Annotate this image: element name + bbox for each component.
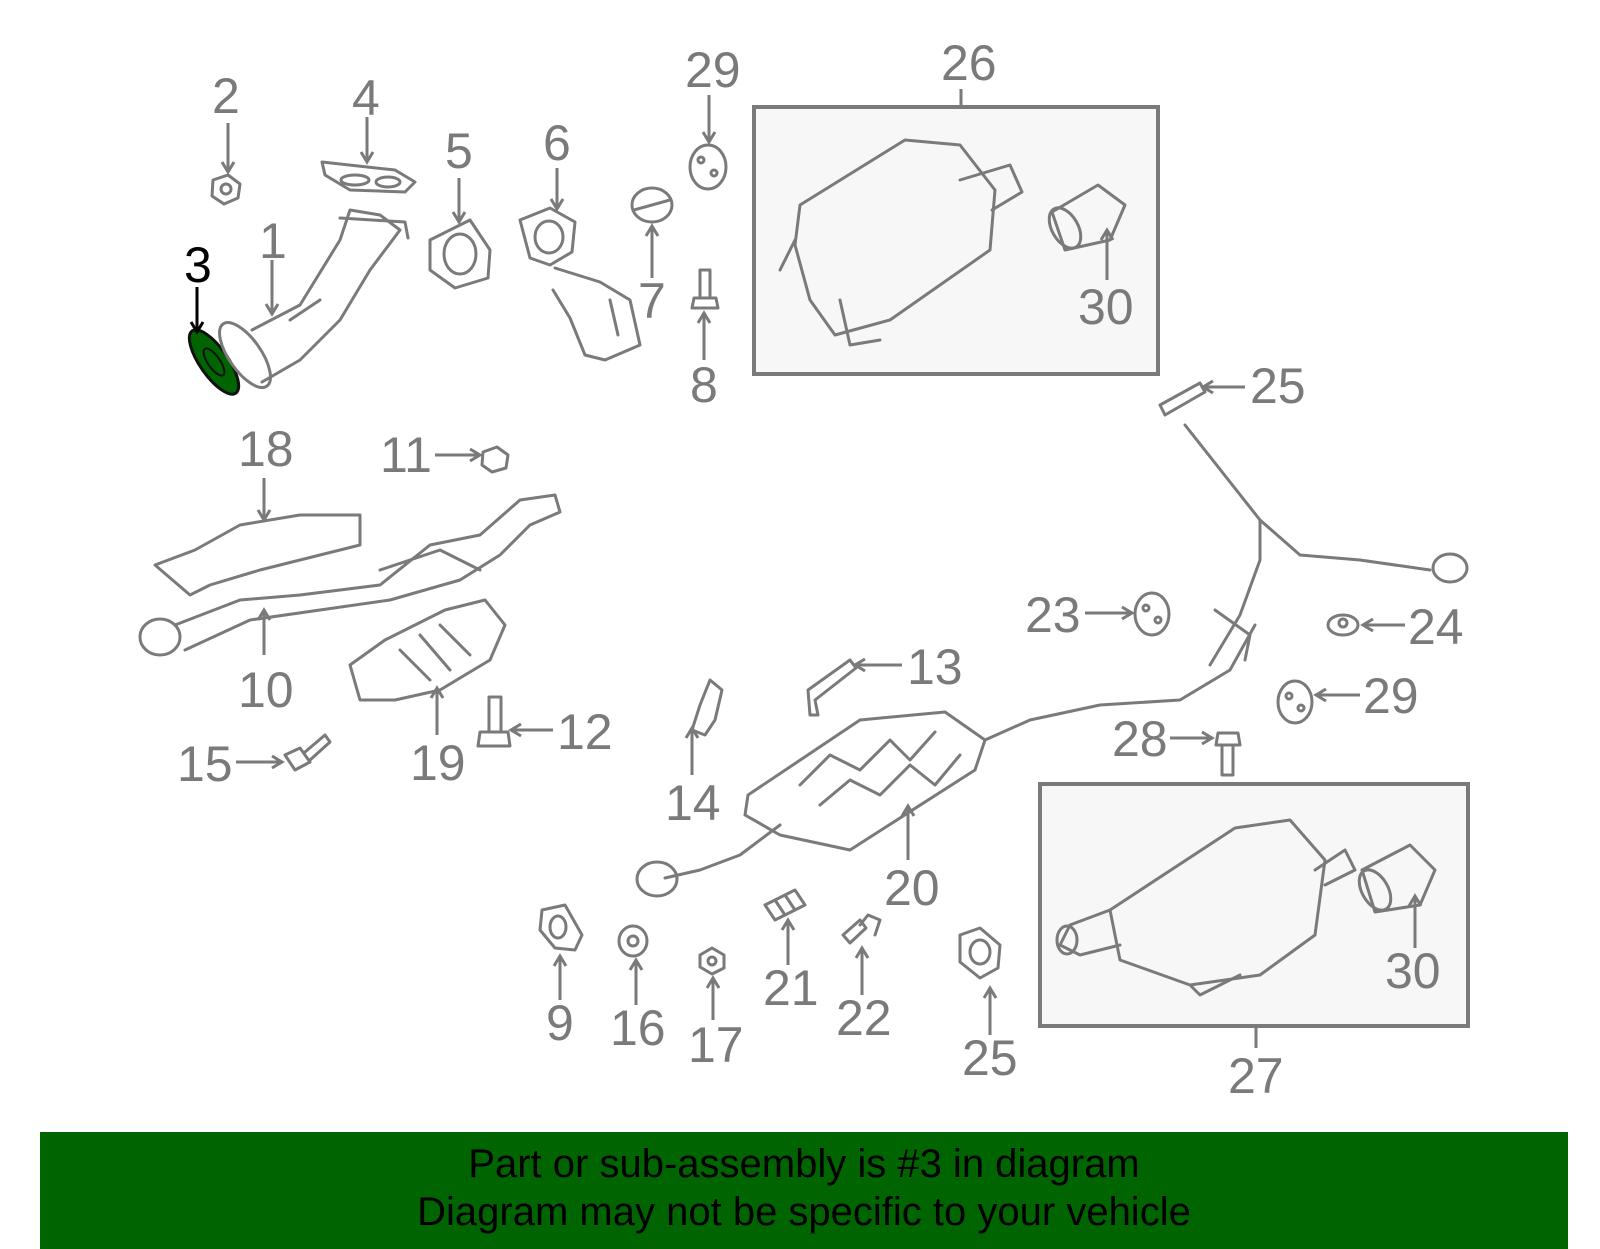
banner-line-disclaimer: Diagram may not be specific to your vehi… — [417, 1190, 1191, 1234]
callout-7: 7 — [638, 273, 666, 329]
part-26-muffler[interactable] — [778, 138, 1024, 347]
part-4-gasket[interactable] — [320, 160, 417, 194]
callout-25-bottom: 25 — [962, 1030, 1018, 1086]
part-3-gasket[interactable] — [181, 323, 248, 401]
part-1-front-pipe[interactable] — [210, 208, 410, 395]
callout-3: 3 — [184, 237, 212, 293]
callout-5: 5 — [445, 123, 473, 179]
callout-29-bottom: 29 — [1363, 668, 1419, 724]
part-15-bolt[interactable] — [283, 733, 332, 772]
part-30-tail-tip-top[interactable] — [1043, 183, 1127, 254]
part-20-center-muffler[interactable] — [635, 623, 1257, 898]
banner-line-part: Part or sub-assembly is #3 in diagram — [468, 1142, 1140, 1186]
part-12-bolt[interactable] — [476, 695, 512, 748]
callout-4: 4 — [352, 70, 380, 126]
part-30-tail-tip-bottom[interactable] — [1353, 843, 1437, 916]
callout-30-top: 30 — [1078, 279, 1134, 335]
callout-29-top: 29 — [685, 42, 741, 98]
part-27-muffler[interactable] — [1055, 818, 1357, 997]
part-11-nut[interactable] — [480, 445, 510, 474]
callout-12: 12 — [557, 704, 613, 760]
part-2-nut[interactable] — [210, 173, 242, 206]
callout-23: 23 — [1025, 587, 1081, 643]
part-17-nut[interactable] — [698, 946, 726, 976]
callout-24: 24 — [1408, 599, 1464, 655]
callout-14: 14 — [665, 775, 721, 831]
callout-10: 10 — [238, 662, 294, 718]
part-25-gasket-bottom[interactable] — [958, 926, 1002, 980]
part-6-converter[interactable] — [518, 206, 642, 362]
part-21-sleeve[interactable] — [763, 888, 807, 922]
callout-2: 2 — [212, 68, 240, 124]
part-7-clamp[interactable] — [630, 186, 674, 224]
callout-1: 1 — [259, 213, 287, 269]
callout-28: 28 — [1112, 711, 1168, 767]
part-8-bolt[interactable] — [690, 268, 720, 310]
part-29-hanger-top[interactable] — [688, 143, 728, 191]
muffler-box-26 — [752, 105, 1160, 376]
exhaust-parts-diagram: 2 4 5 6 29 26 3 1 7 8 30 25 18 11 10 19 … — [138, 35, 1470, 1104]
part-info-banner: Part or sub-assembly is #3 in diagram Di… — [40, 1132, 1568, 1249]
callout-22: 22 — [836, 990, 892, 1046]
callout-6: 6 — [543, 115, 571, 171]
callout-18: 18 — [238, 421, 294, 477]
part-13-bracket[interactable] — [806, 658, 858, 717]
callout-30-bottom: 30 — [1385, 943, 1441, 999]
callout-19: 19 — [410, 735, 466, 791]
callout-13: 13 — [907, 639, 963, 695]
part-23-hanger[interactable] — [1133, 591, 1171, 637]
callout-17: 17 — [688, 1017, 744, 1073]
part-29-hanger-bottom[interactable] — [1276, 679, 1314, 725]
callout-8: 8 — [690, 357, 718, 413]
callout-27: 27 — [1228, 1048, 1284, 1104]
part-14-bracket[interactable] — [690, 678, 724, 737]
part-19-heat-shield[interactable] — [348, 598, 507, 702]
callout-16: 16 — [610, 1000, 666, 1056]
part-22-bolt[interactable] — [841, 913, 882, 945]
callout-26: 26 — [941, 35, 997, 91]
part-10-center-pipe[interactable] — [138, 493, 562, 657]
part-25-gasket-top[interactable] — [1158, 381, 1207, 417]
callout-21: 21 — [763, 960, 819, 1016]
part-24-nut[interactable] — [1326, 613, 1360, 637]
callout-20: 20 — [884, 860, 940, 916]
callout-15: 15 — [177, 736, 233, 792]
leader-arrows — [189, 89, 1423, 1048]
part-16-nut[interactable] — [617, 924, 649, 958]
callout-9: 9 — [546, 995, 574, 1051]
callout-11: 11 — [380, 427, 432, 483]
callout-25-top: 25 — [1250, 358, 1306, 414]
part-9-gasket[interactable] — [538, 903, 584, 952]
part-18-heat-shield[interactable] — [153, 513, 362, 597]
part-5-gasket[interactable] — [428, 218, 492, 290]
part-28-bolt[interactable] — [1214, 731, 1242, 777]
